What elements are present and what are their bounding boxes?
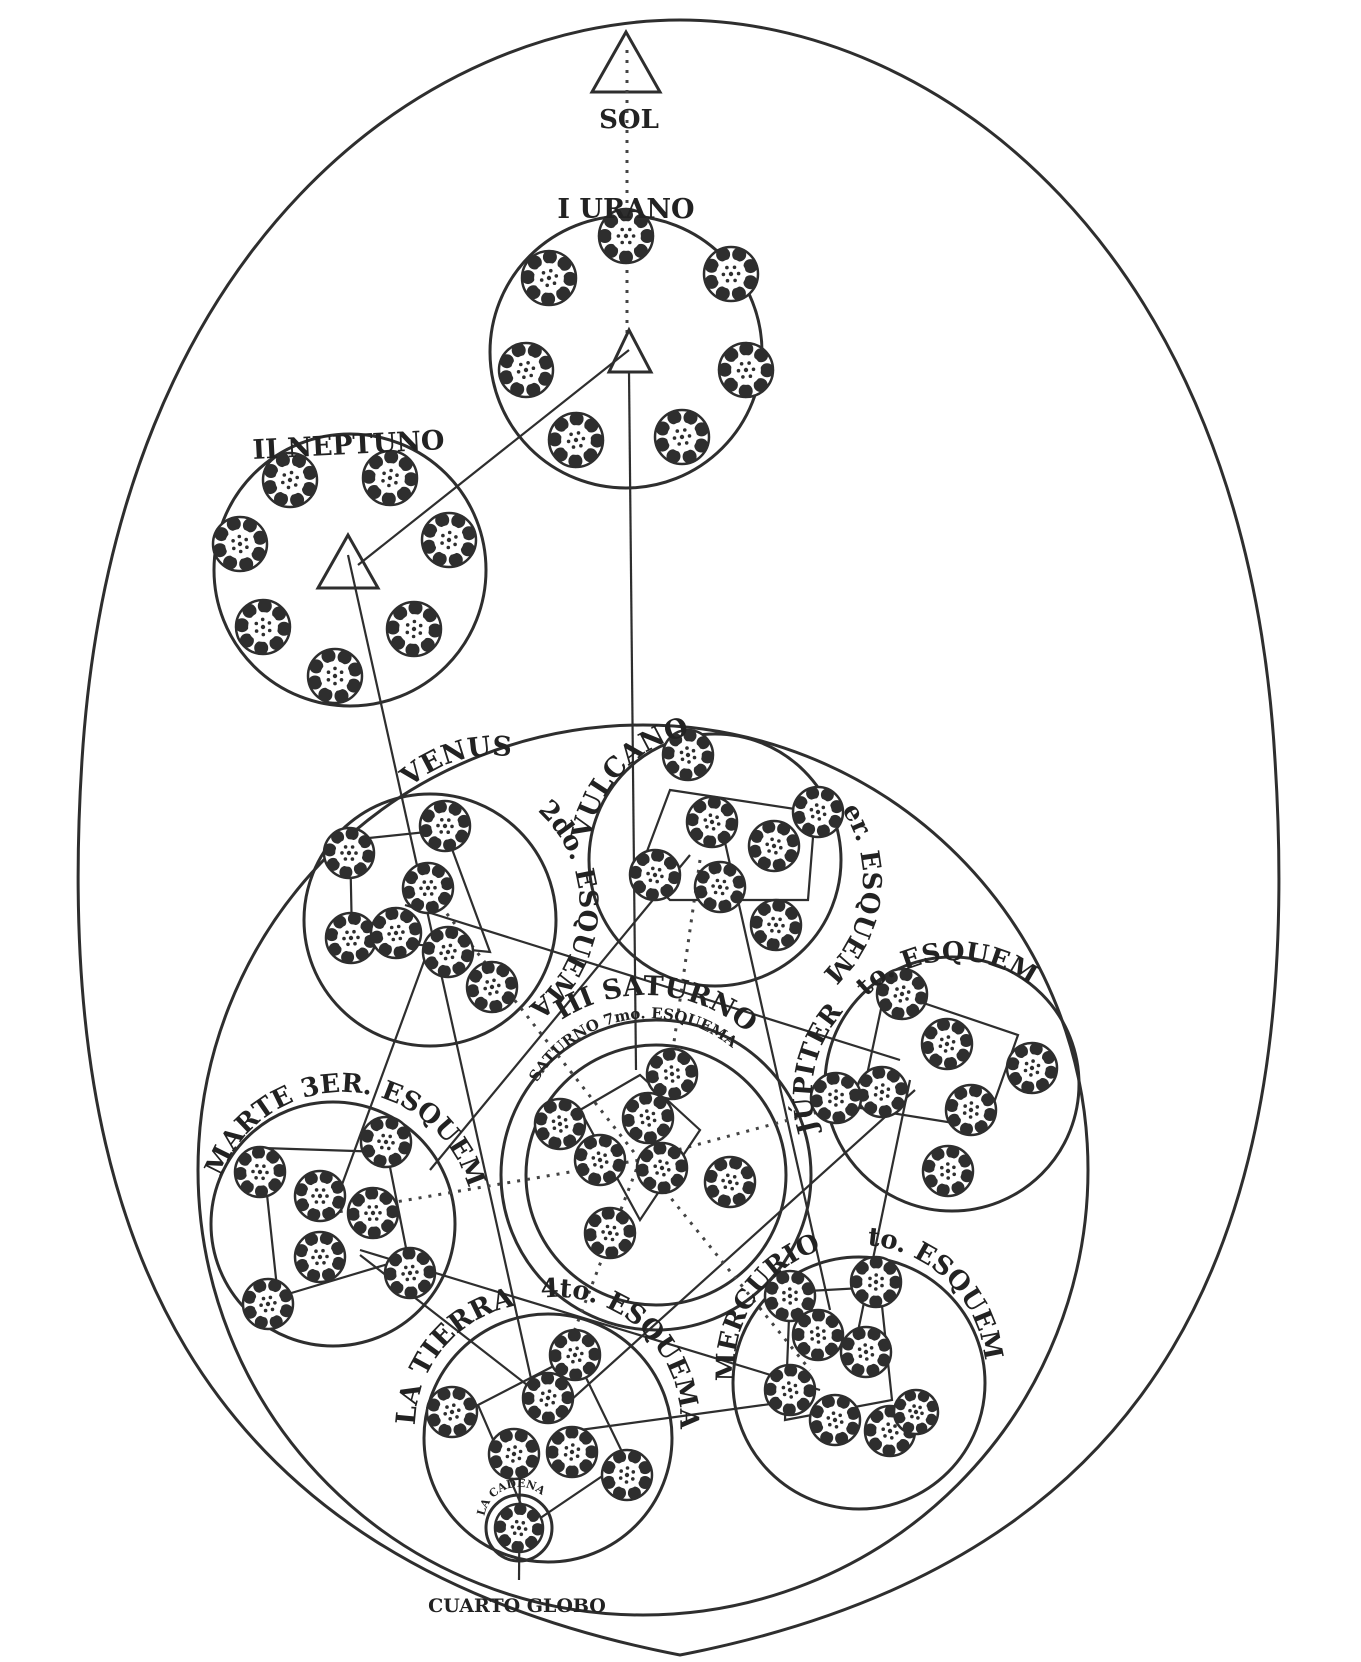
globe-rosette-icon bbox=[763, 1363, 817, 1417]
globe-rosette-icon bbox=[465, 960, 519, 1014]
globe-rosette-icon bbox=[600, 1448, 654, 1502]
globe-rosette-icon bbox=[645, 1047, 699, 1101]
globe-rosette-icon bbox=[361, 449, 419, 507]
globe-rosette-icon bbox=[717, 341, 775, 399]
globe-rosette-icon bbox=[921, 1144, 975, 1198]
globe-rosette-icon bbox=[892, 1388, 940, 1436]
urano-logos-triangle-icon bbox=[606, 326, 654, 374]
label-mercurio-scheme: 5to. ESQUEMA bbox=[0, 0, 1008, 1362]
globe-rosette-icon bbox=[1005, 1041, 1059, 1095]
label-urano: I URANO bbox=[557, 194, 694, 225]
globe-rosette-icon bbox=[293, 1169, 347, 1223]
globe-rosette-icon bbox=[597, 207, 655, 265]
label-cuarto-globo: CUARTO GLOBO bbox=[428, 1595, 606, 1617]
label-marte: MARTE 3ER. ESQUEMA bbox=[0, 0, 491, 1191]
globe-rosette-icon bbox=[548, 1328, 602, 1382]
globe-rosette-icon bbox=[693, 860, 747, 914]
globe-rosette-icon bbox=[635, 1141, 689, 1195]
septenary-system-circle bbox=[196, 723, 1090, 1617]
mercurio-scheme-circle bbox=[731, 1255, 987, 1511]
label-vulcano: VULCANO bbox=[566, 711, 692, 842]
tierra-scheme-circle bbox=[422, 1312, 674, 1564]
vulcano-scheme-circle bbox=[587, 732, 843, 988]
globe-rosette-icon bbox=[322, 826, 376, 880]
globe-rosette-icon bbox=[421, 925, 475, 979]
globe-rosette-icon bbox=[545, 1425, 599, 1479]
globe-rosette-icon bbox=[791, 1308, 845, 1362]
globe-rosette-icon bbox=[920, 1017, 974, 1071]
globe-rosette-icon bbox=[241, 1277, 295, 1331]
cosmic-egg-outline bbox=[76, 18, 1281, 1657]
globe-rosette-icon bbox=[839, 1325, 893, 1379]
globe-rosette-icon bbox=[293, 1230, 347, 1284]
globe-rosette-icon bbox=[487, 1427, 541, 1481]
globe-rosette-icon bbox=[520, 249, 578, 307]
venus-scheme-circle bbox=[302, 792, 558, 1048]
saturno-inner-circle bbox=[524, 1043, 788, 1307]
globe-rosette-icon bbox=[791, 785, 845, 839]
label-venus: VENUS bbox=[394, 731, 512, 794]
globe-rosette-icon bbox=[628, 848, 682, 902]
globe-rosette-icon bbox=[425, 1385, 479, 1439]
globe-rosette-icon bbox=[747, 819, 801, 873]
globe-rosette-icon bbox=[808, 1393, 862, 1447]
globe-rosette-icon bbox=[369, 906, 423, 960]
globe-rosette-icon bbox=[653, 408, 711, 466]
globe-rosette-icon bbox=[533, 1097, 587, 1151]
globe-rosette-icon bbox=[875, 967, 929, 1021]
globe-rosette-icon bbox=[521, 1371, 575, 1425]
globe-rosette-icon bbox=[809, 1071, 863, 1125]
globe-rosette-icon bbox=[855, 1065, 909, 1119]
globe-rosette-icon bbox=[401, 861, 455, 915]
globe-layer bbox=[211, 207, 1059, 1554]
neptuno-scheme-circle bbox=[212, 432, 488, 708]
globe-rosette-icon bbox=[685, 795, 739, 849]
marte-scheme-circle bbox=[209, 1100, 457, 1348]
saturno-outer-circle bbox=[499, 1018, 813, 1332]
globe-rosette-icon bbox=[763, 1269, 817, 1323]
globe-rosette-icon bbox=[383, 1246, 437, 1300]
globe-rosette-icon bbox=[621, 1091, 675, 1145]
neptuno-logos-triangle-icon bbox=[315, 531, 381, 590]
globe-rosette-icon bbox=[234, 598, 292, 656]
label-neptuno: II NEPTUNO bbox=[252, 425, 445, 466]
globe-rosette-icon bbox=[661, 728, 715, 782]
globe-rosette-icon bbox=[261, 451, 319, 509]
globe-rosette-icon bbox=[493, 1502, 545, 1554]
globe-rosette-icon bbox=[346, 1186, 400, 1240]
globe-rosette-icon bbox=[547, 411, 605, 469]
globe-rosette-icon bbox=[702, 245, 760, 303]
globe-rosette-icon bbox=[385, 600, 443, 658]
globe-rosette-icon bbox=[359, 1115, 413, 1169]
globe-rosette-icon bbox=[703, 1155, 757, 1209]
globe-rosette-icon bbox=[944, 1083, 998, 1137]
globe-rosette-icon bbox=[233, 1145, 287, 1199]
globe-rosette-icon bbox=[583, 1206, 637, 1260]
label-jupiter-scheme: 6to. ESQUEMA bbox=[0, 0, 1043, 1002]
globe-rosette-icon bbox=[497, 341, 555, 399]
globe-rosette-icon bbox=[420, 511, 478, 569]
globe-rosette-icon bbox=[211, 515, 269, 573]
globe-rosette-icon bbox=[749, 898, 803, 952]
label-sol: SOL bbox=[599, 105, 659, 135]
globe-rosette-icon bbox=[324, 911, 378, 965]
globe-rosette-icon bbox=[849, 1255, 903, 1309]
globe-rosette-icon bbox=[306, 647, 364, 705]
globe-rosette-icon bbox=[418, 799, 472, 853]
globe-rosette-icon bbox=[573, 1133, 627, 1187]
